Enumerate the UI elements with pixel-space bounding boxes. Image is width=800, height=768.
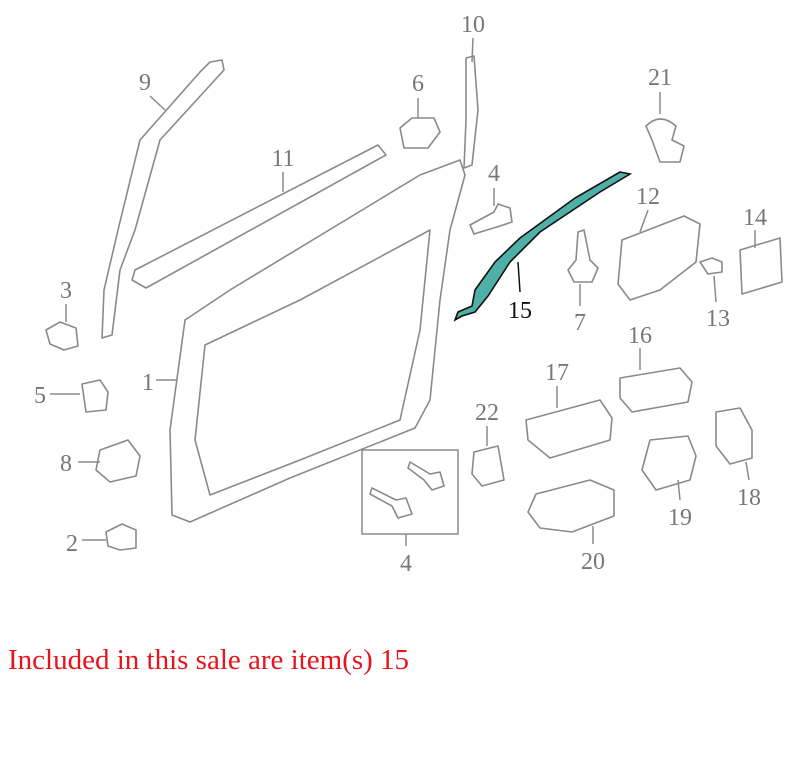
parts-diagram: 10 9 6 21 11 4 12 14 3 15 7 13 16 1 17 5… — [34, 12, 783, 577]
label-11: 11 — [271, 146, 294, 172]
part-1-inner — [194, 229, 431, 496]
label-18: 18 — [737, 485, 761, 511]
label-15: 15 — [508, 298, 532, 324]
label-4: 4 — [488, 161, 500, 187]
part-19 — [641, 435, 697, 491]
part-8 — [95, 439, 141, 483]
leader-lines — [50, 37, 756, 546]
label-22: 22 — [475, 400, 499, 426]
part-22 — [471, 445, 505, 487]
label-21: 21 — [648, 65, 672, 91]
part-10 — [463, 55, 479, 169]
part-4-box — [361, 449, 459, 535]
label-4-box: 4 — [400, 551, 412, 577]
part-17 — [525, 399, 613, 459]
part-9 — [101, 59, 225, 339]
part-18 — [715, 407, 753, 465]
part-4-clip-b — [369, 487, 413, 519]
part-7 — [567, 229, 599, 283]
part-4-clip-a — [407, 461, 445, 491]
part-3 — [45, 321, 79, 351]
label-19: 19 — [668, 505, 692, 531]
part-14 — [739, 237, 783, 295]
part-2 — [105, 523, 137, 551]
sale-caption: Included in this sale are item(s) 15 — [8, 644, 410, 676]
label-8: 8 — [60, 451, 72, 477]
part-16 — [619, 367, 693, 413]
label-6: 6 — [412, 71, 424, 97]
part-15-highlighted — [453, 171, 633, 322]
label-3: 3 — [60, 278, 72, 304]
label-20: 20 — [581, 549, 605, 575]
part-5 — [81, 379, 109, 413]
label-12: 12 — [636, 184, 660, 210]
label-17: 17 — [545, 360, 569, 386]
part-12 — [617, 215, 701, 301]
label-9: 9 — [139, 70, 151, 96]
label-10: 10 — [461, 12, 485, 38]
label-5: 5 — [34, 383, 46, 409]
part-21 — [645, 118, 685, 163]
label-7: 7 — [574, 310, 586, 336]
part-11 — [131, 144, 387, 289]
part-4-screw — [469, 203, 513, 235]
part-6 — [399, 117, 441, 149]
label-14: 14 — [743, 205, 767, 231]
label-1: 1 — [142, 370, 154, 396]
label-16: 16 — [628, 323, 652, 349]
part-13 — [699, 257, 723, 275]
callout-labels: 10 9 6 21 11 4 12 14 3 15 7 13 16 1 17 5… — [34, 12, 767, 577]
label-2: 2 — [66, 531, 78, 557]
label-13: 13 — [706, 306, 730, 332]
part-20 — [527, 479, 615, 533]
